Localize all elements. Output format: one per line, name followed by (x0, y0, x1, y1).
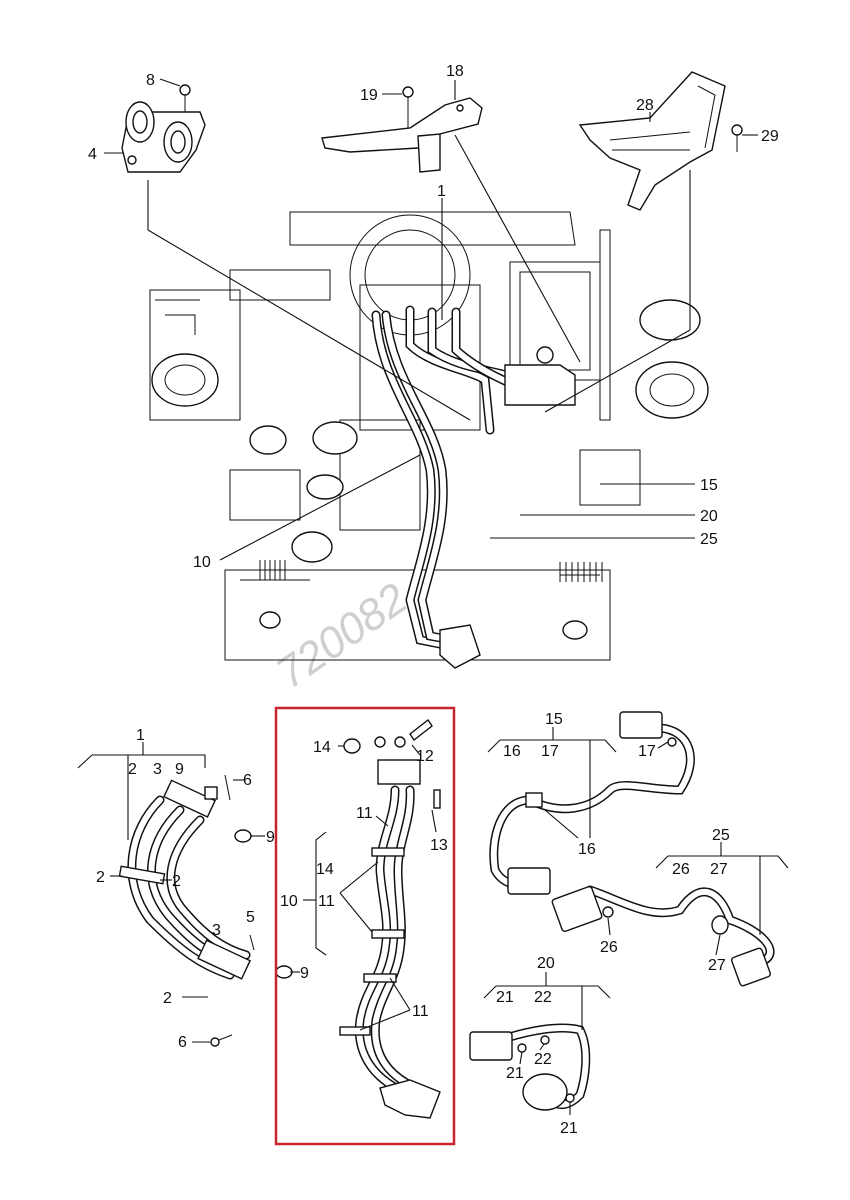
detail-25-group-26: 26 (672, 861, 690, 878)
callout-19: 19 (360, 87, 378, 104)
detail-center-leaders (303, 744, 437, 1031)
detail-20-label-20: 20 (537, 955, 555, 972)
callout-29: 29 (761, 128, 779, 145)
detail-25-label-25: 25 (712, 827, 730, 844)
detail-15-leaders (487, 727, 669, 839)
detail-left-label-1: 1 (136, 727, 145, 744)
detail-25-label-27: 27 (708, 957, 726, 974)
detail-left-label-2a: 2 (96, 869, 105, 886)
callout-20: 20 (700, 508, 718, 525)
detail-center-label-13: 13 (430, 837, 448, 854)
detail-center-label-14b: 14 (316, 861, 334, 878)
detail-left-drawing (118, 774, 293, 1047)
bracket-4-drawing (121, 84, 206, 173)
watermark-text: 720082 (268, 574, 416, 698)
detail-center-label-11a: 11 (356, 805, 373, 822)
callout-10: 10 (193, 554, 211, 571)
detail-15-label-16: 16 (578, 841, 596, 858)
callout-1: 1 (437, 183, 446, 200)
detail-left-group-9: 9 (175, 761, 184, 778)
detail-left-group-3: 3 (153, 761, 162, 778)
callout-25: 25 (700, 531, 718, 548)
detail-left-label-6b: 6 (178, 1034, 187, 1051)
detail-20-drawing (469, 1023, 591, 1111)
detail-25-label-26: 26 (600, 939, 618, 956)
detail-center-label-14a: 14 (313, 739, 331, 756)
detail-25-group-27: 27 (710, 861, 728, 878)
callout-4: 4 (88, 146, 97, 163)
detail-left-label-3: 3 (212, 922, 221, 939)
callout-15: 15 (700, 477, 718, 494)
detail-20-label-22: 22 (534, 1051, 552, 1068)
detail-15-group-17: 17 (541, 743, 559, 760)
callout-8: 8 (146, 72, 155, 89)
highlight-frame (274, 706, 456, 1146)
detail-20-label-21a: 21 (506, 1065, 524, 1082)
detail-left-leaders (77, 742, 300, 1043)
detail-20-label-21c: 21 (560, 1120, 578, 1137)
detail-15-label-15: 15 (545, 711, 563, 728)
callout-28: 28 (636, 97, 654, 114)
detail-left-label-2b: 2 (172, 873, 181, 890)
detail-center-label-10: 10 (280, 893, 298, 910)
detail-15-group-16: 16 (503, 743, 521, 760)
detail-25-drawing (551, 885, 775, 987)
detail-center-label-11c: 11 (412, 1003, 429, 1020)
detail-15-drawing (489, 711, 695, 895)
detail-20-group-22: 22 (534, 989, 552, 1006)
detail-left-label-2c: 2 (163, 990, 172, 1007)
detail-20-group-21: 21 (496, 989, 514, 1006)
bracket-18-drawing (321, 86, 483, 173)
detail-20-leaders (483, 972, 611, 1115)
detail-left-label-9a: 9 (266, 829, 275, 846)
leader-lines-top (104, 78, 758, 561)
detail-left-label-9b: 9 (300, 965, 309, 982)
engine-hoses (371, 305, 576, 669)
detail-left-label-5: 5 (246, 909, 255, 926)
bracket-28-drawing (578, 71, 743, 211)
detail-center-drawing (339, 718, 441, 1119)
detail-left-group-2: 2 (128, 761, 137, 778)
detail-center-label-11b: 11 (318, 893, 335, 910)
detail-25-leaders (607, 842, 789, 956)
callout-18: 18 (446, 63, 464, 80)
detail-left-label-6a: 6 (243, 772, 252, 789)
detail-15-label-17: 17 (638, 743, 656, 760)
detail-center-label-12: 12 (416, 748, 434, 765)
